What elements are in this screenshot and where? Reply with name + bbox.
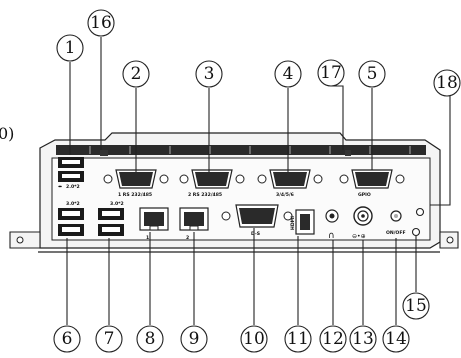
power-button: ON/OFF xyxy=(386,210,406,236)
lan-port-1: 1 xyxy=(139,207,169,241)
callout-17: 17 xyxy=(317,59,345,87)
status-led-bottom xyxy=(411,227,421,237)
svg-text:2: 2 xyxy=(131,64,142,84)
svg-text:11: 11 xyxy=(287,329,309,349)
usb2-label: 2.0*2 xyxy=(66,184,80,190)
headphone-icon: ∩ xyxy=(328,231,335,241)
audio-jack: ∩ xyxy=(325,209,339,241)
callout-2: 2 xyxy=(122,60,150,88)
onoff-label: ON/OFF xyxy=(386,230,406,236)
com-port-2: 2 RS 232/485 xyxy=(179,169,245,198)
svg-text:17: 17 xyxy=(320,63,342,83)
svg-text:7: 7 xyxy=(104,329,115,349)
usb2-port-stack: 2.0*2 ⬌ xyxy=(58,157,84,190)
callout-8: 8 xyxy=(136,325,164,353)
svg-text:9: 9 xyxy=(189,329,200,349)
com-port-3: 3/4/5/6 xyxy=(257,169,323,198)
svg-text:6: 6 xyxy=(62,329,73,349)
callout-10: 10 xyxy=(240,325,268,353)
svg-text:14: 14 xyxy=(385,329,407,349)
vga-port: D-S xyxy=(221,204,293,237)
svg-text:4: 4 xyxy=(283,64,294,84)
usb-icon: ⬌ xyxy=(58,184,62,190)
callout-12: 12 xyxy=(319,325,347,353)
callout-1: 1 xyxy=(56,34,84,62)
callout-16: 16 xyxy=(87,9,115,37)
svg-text:18: 18 xyxy=(436,73,458,93)
svg-text:13: 13 xyxy=(352,329,374,349)
lan1-label: 1 xyxy=(146,235,149,241)
hdmi-port: HDMI xyxy=(290,209,315,235)
hdmi-label: HDMI xyxy=(290,216,296,230)
callout-9: 9 xyxy=(180,325,208,353)
svg-text:3: 3 xyxy=(204,64,215,84)
com2-label: 2 RS 232/485 xyxy=(188,192,222,198)
callout-13: 13 xyxy=(349,325,377,353)
usb3-label-left: 3.0*2 xyxy=(66,201,80,207)
svg-text:8: 8 xyxy=(145,329,156,349)
dc-power-jack: ⊖•⊕ xyxy=(352,206,373,240)
leader-lines xyxy=(66,37,451,325)
com1-label: 1 RS 232/485 xyxy=(118,192,152,198)
dc-polarity-icon: ⊖•⊕ xyxy=(352,233,366,240)
status-led-top xyxy=(415,207,425,217)
com3-label: 3/4/5/6 xyxy=(276,192,294,198)
gpio-port: GPIO xyxy=(339,169,405,198)
usb3-port-stack-right: 3.0*2 xyxy=(98,201,124,236)
svg-text:16: 16 xyxy=(90,13,112,33)
callout-18: 18 xyxy=(433,69,461,97)
svg-text:12: 12 xyxy=(322,329,344,349)
callout-7: 7 xyxy=(95,325,123,353)
vga-label: D-S xyxy=(251,231,260,237)
callout-4: 4 xyxy=(274,60,302,88)
svg-text:15: 15 xyxy=(405,296,427,316)
callout-15: 15 xyxy=(402,292,430,320)
fragment-label-left: 0) xyxy=(0,124,14,143)
lan2-label: 2 xyxy=(186,235,189,241)
callout-6: 6 xyxy=(53,325,81,353)
callout-11: 11 xyxy=(284,325,312,353)
com-port-1: 1 RS 232/485 xyxy=(103,169,169,198)
lan-port-2: 2 xyxy=(179,207,209,241)
usb3-port-stack-left: 3.0*2 xyxy=(58,201,84,236)
callout-3: 3 xyxy=(195,60,223,88)
callout-14: 14 xyxy=(382,325,410,353)
callouts: 1 16 2 3 4 17 5 18 6 7 8 9 10 11 12 xyxy=(53,9,461,353)
svg-text:5: 5 xyxy=(367,64,378,84)
usb3-label-right: 3.0*2 xyxy=(110,201,124,207)
callout-5: 5 xyxy=(358,60,386,88)
svg-text:1: 1 xyxy=(65,38,76,58)
gpio-label: GPIO xyxy=(358,192,371,198)
svg-text:10: 10 xyxy=(243,329,265,349)
